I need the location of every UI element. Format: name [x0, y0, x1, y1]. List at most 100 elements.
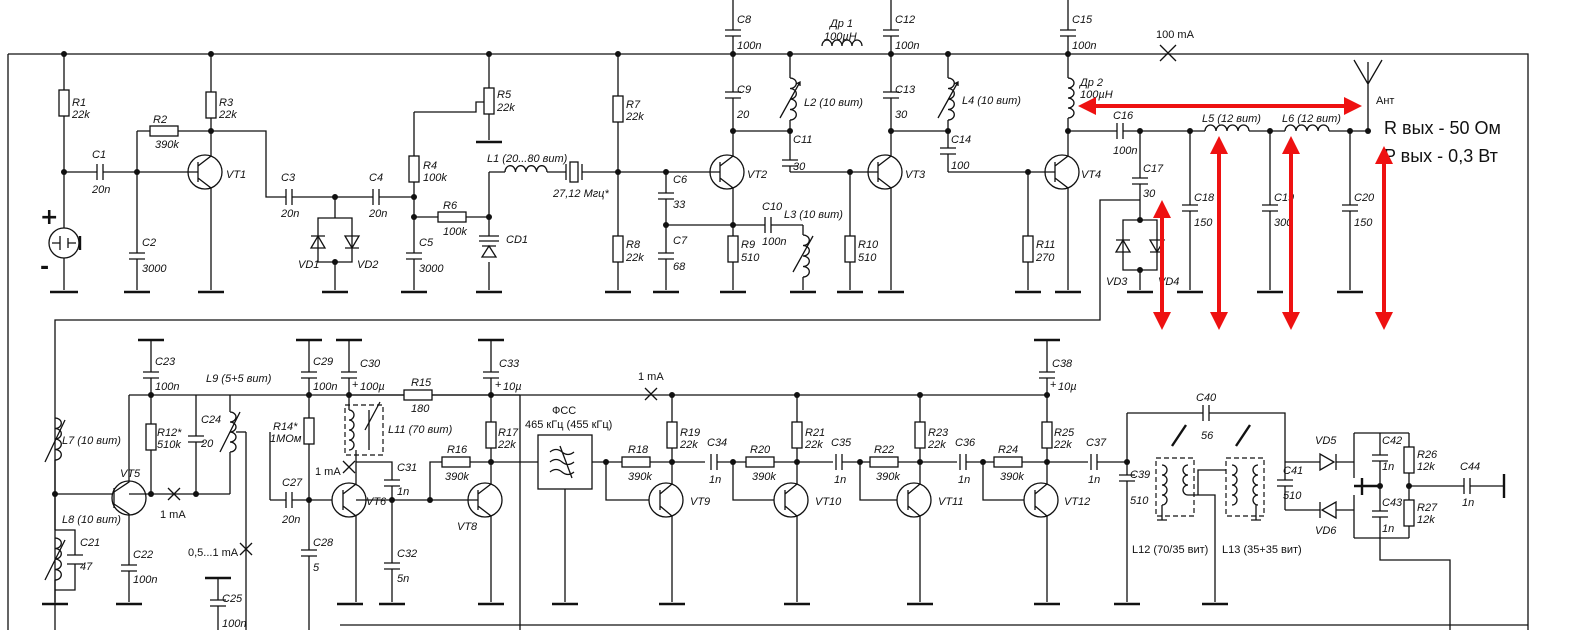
capacitor-c28: C28 5 [301, 500, 334, 630]
inductor-l1: L1 (20...80 вит) [487, 153, 568, 173]
svg-text:+: + [352, 379, 358, 391]
svg-text:C21: C21 [80, 537, 100, 549]
svg-text:L5 (12 вит): L5 (12 вит) [1202, 113, 1261, 125]
svg-text:270: 270 [1035, 252, 1055, 264]
transistor-vt2: VT2 [705, 131, 767, 290]
svg-text:VD3: VD3 [1106, 276, 1128, 288]
stage-vt12: C38 + 10µ R24 390k R25 22k VT12 C37 1n [980, 338, 1127, 606]
svg-text:C7: C7 [673, 235, 688, 247]
svg-text:150: 150 [1354, 217, 1373, 229]
resistor-r9: R9 510 [720, 222, 760, 294]
svg-text:R3: R3 [219, 97, 234, 109]
r18-name: R18 [628, 444, 649, 456]
vd6-label: VD6 [1315, 525, 1337, 537]
c35-value: 1n [834, 474, 846, 486]
inductor-l6: L6 (12 вит) [1282, 113, 1368, 132]
detector-diodes: VD5 VD6 C42 1n C43 1n R26 12k R27 12k C4… [1285, 432, 1506, 630]
svg-text:300: 300 [1274, 217, 1293, 229]
capacitor-c10: C10 100n [733, 201, 803, 248]
c39-value: 510 [1130, 495, 1149, 507]
resistor-r15: R15 180 [349, 377, 520, 415]
red-arrow-vertical-2 [1210, 136, 1228, 330]
r26-name: R26 [1417, 449, 1438, 461]
svg-text:3000: 3000 [142, 263, 167, 275]
stage-vt11: R22 390k R23 22k VT11 C36 1n [857, 392, 983, 606]
vt10-label: VT10 [815, 496, 842, 508]
c36-value: 1n [958, 474, 970, 486]
current-marker-1ma-c: 1 mA [638, 371, 664, 401]
svg-text:C17: C17 [1143, 163, 1164, 175]
svg-text:R9: R9 [741, 239, 755, 251]
svg-text:VT8: VT8 [457, 521, 478, 533]
svg-text:C3: C3 [281, 172, 296, 184]
svg-text:R6: R6 [443, 200, 458, 212]
capacitor-c23: C23 100n [138, 338, 179, 398]
svg-text:C9: C9 [737, 84, 751, 96]
c43-name: C43 [1382, 497, 1403, 509]
choke-dr2: Др 2 100µН [1065, 77, 1113, 134]
c38-name: C38 [1052, 358, 1073, 370]
resistor-r16: R16 390k [427, 444, 491, 503]
capacitor-c8: C8 100n [725, 0, 761, 92]
capacitor-c32: C32 5n [356, 499, 430, 606]
svg-text:20n: 20n [368, 208, 387, 220]
capacitor-c24: C24 20 [188, 395, 230, 497]
svg-text:33: 33 [673, 199, 686, 211]
transistor-vt4: VT4 [1028, 131, 1101, 294]
capacitor-c33: C33 + 10µ [478, 338, 522, 398]
r26-value: 12k [1417, 461, 1435, 473]
svg-text:100n: 100n [1072, 40, 1096, 52]
svg-text:VT2: VT2 [747, 169, 767, 181]
inductor-l9: L9 (5+5 вит) [206, 373, 272, 494]
red-arrow-vertical-3 [1282, 136, 1300, 330]
capacitor-c27: C27 20n [269, 432, 343, 526]
vt9-label: VT9 [690, 496, 710, 508]
svg-text:30: 30 [1143, 188, 1156, 200]
c37-value: 1n [1088, 474, 1100, 486]
r23-name: R23 [928, 427, 949, 439]
svg-text:100n: 100n [737, 40, 761, 52]
c36-name: C36 [955, 437, 976, 449]
svg-text:C24: C24 [201, 414, 221, 426]
current-marker-0-5-1ma: 0,5...1 mA [188, 432, 253, 630]
svg-text:Др 1: Др 1 [828, 18, 853, 30]
resistor-r17: R17 22k [485, 395, 538, 486]
svg-text:R1: R1 [72, 97, 86, 109]
svg-text:C25: C25 [222, 593, 243, 605]
svg-text:510: 510 [741, 252, 760, 264]
svg-text:C32: C32 [397, 548, 417, 560]
svg-text:VT3: VT3 [905, 169, 926, 181]
svg-text:L7 (10 вит): L7 (10 вит) [62, 435, 121, 447]
svg-text:C11: C11 [793, 134, 812, 146]
c38-plus: + [1050, 379, 1056, 391]
bottom-section: L7 (10 вит) L8 (10 вит) C21 47 VT5 C22 1… [42, 338, 1528, 630]
svg-text:465 кГц (455 кГц): 465 кГц (455 кГц) [525, 419, 612, 431]
resistor-r12: R12* 510k [129, 395, 196, 497]
capacitor-c17: C17 30 [1132, 128, 1164, 220]
svg-text:C13: C13 [895, 84, 916, 96]
capacitor-c11: C11 30 [782, 134, 850, 173]
capacitor-c13: C13 30 [883, 84, 916, 134]
capacitors-c6-c7: C6 33 C7 68 [618, 169, 733, 294]
svg-text:R7: R7 [626, 99, 641, 111]
varicap-cd1: CD1 [476, 172, 528, 294]
svg-text:100n: 100n [1113, 145, 1137, 157]
choke-dr1: Др 1 100µН [821, 18, 863, 47]
capacitor-c15: C15 100n [1060, 0, 1096, 78]
svg-text:22k: 22k [625, 252, 644, 264]
current-marker-1ma-a: 1 mA [160, 487, 186, 521]
svg-text:100: 100 [951, 160, 970, 172]
svg-text:1 mA: 1 mA [160, 509, 186, 521]
r19-name: R19 [680, 427, 700, 439]
svg-text:R10: R10 [858, 239, 879, 251]
svg-text:C5: C5 [419, 237, 434, 249]
output-power-label: P вых - 0,3 Вт [1384, 146, 1498, 166]
svg-text:Ант: Ант [1376, 95, 1394, 107]
svg-text:C27: C27 [282, 477, 303, 489]
svg-text:C23: C23 [155, 356, 176, 368]
svg-text:20n: 20n [91, 184, 110, 196]
transistor-vt8: VT8 [430, 482, 504, 606]
vt11-label: VT11 [938, 496, 963, 508]
svg-text:L3 (10 вит): L3 (10 вит) [784, 209, 843, 221]
svg-text:VT1: VT1 [226, 169, 246, 181]
